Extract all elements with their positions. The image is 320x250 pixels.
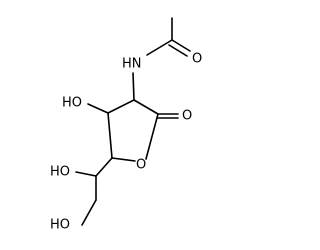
bond-n-c3	[132, 72, 135, 101]
bonds	[75, 17, 191, 226]
bond-c3-c4	[107, 99, 135, 114]
bond-c2-oring	[145, 113, 159, 160]
bond-c5-oring	[111, 157, 136, 162]
bond-c3-c2	[133, 99, 159, 115]
bond-carbonyl-n	[146, 39, 173, 56]
atom-label-oh-terminal: HO	[50, 218, 70, 233]
atom-label-amide-o: O	[192, 52, 202, 67]
bond-c5-c6	[95, 157, 113, 177]
atom-label-oh-side: HO	[50, 165, 70, 180]
bond-c4-oh	[87, 103, 109, 114]
bond-carbonyl-o-1	[171, 39, 191, 52]
atom-label-nh: HN	[122, 57, 142, 72]
atom-label-oh-ring: HO	[62, 96, 82, 111]
atom-labels: HN O HO O O HO HO	[50, 52, 202, 233]
bond-c7-c8	[81, 199, 97, 226]
bond-carbonyl-o-2	[168, 44, 188, 57]
atom-label-ring-o: O	[136, 158, 146, 173]
chemical-structure-diagram: HN O HO O O HO HO	[50, 17, 202, 233]
bond-c4-c5	[107, 112, 113, 159]
bond-c6-oh	[75, 171, 97, 177]
atom-label-lactone-o: O	[182, 109, 192, 124]
